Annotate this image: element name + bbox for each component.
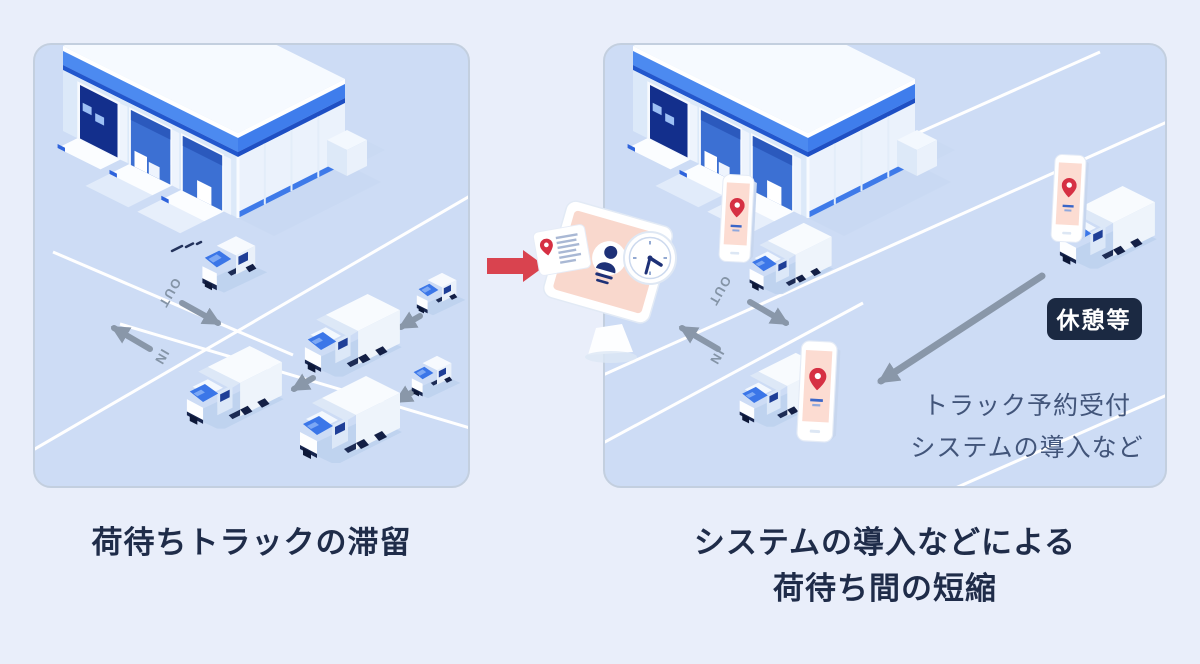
out-label: OUT	[705, 274, 734, 309]
after-caption: システムの導入などによる 荷待ち間の短縮	[603, 520, 1167, 612]
waiting-truck-icon	[186, 345, 284, 429]
rest-badge: 休憩等	[1047, 298, 1142, 340]
queue-arrows	[290, 311, 423, 404]
queued-truck-icon	[304, 293, 402, 377]
after-illustration: 休憩等 トラック予約受付 システムの導入など OUT IN	[605, 45, 1165, 486]
reservation-card	[532, 224, 592, 276]
rest-badge-label: 休憩等	[1056, 307, 1132, 333]
reservation-phone	[719, 174, 758, 263]
system-note-line1: トラック予約受付	[923, 392, 1131, 420]
travel-arrow	[877, 272, 1046, 385]
queued-van-icon	[416, 272, 466, 316]
tire-tracks	[170, 240, 203, 253]
reservation-phone	[797, 341, 841, 443]
reservation-phone	[1051, 154, 1090, 243]
queued-truck-icon	[300, 376, 402, 463]
truck-leaving-dock-icon	[202, 236, 268, 293]
clock-icon	[623, 231, 677, 285]
dock-truck-icon	[749, 222, 834, 295]
transition-graphic	[487, 200, 677, 363]
queued-van-icon	[411, 355, 461, 399]
inout-arrows: OUT IN	[110, 276, 222, 368]
panel-after: 休憩等 トラック予約受付 システムの導入など OUT IN	[603, 43, 1167, 488]
before-illustration: OUT IN	[35, 45, 468, 463]
in-label: IN	[151, 347, 172, 368]
driver-avatar-icon	[595, 245, 618, 285]
panel-before: OUT IN	[33, 43, 470, 488]
after-caption-line1: システムの導入などによる	[693, 525, 1077, 560]
system-note-line2: システムの導入など	[910, 434, 1143, 462]
warehouse-icon	[56, 45, 387, 238]
system-note: トラック予約受付 システムの導入など	[910, 392, 1143, 462]
before-caption: 荷待ちトラックの滞留	[91, 525, 412, 560]
after-caption-line2: 荷待ち間の短縮	[773, 571, 997, 606]
in-label: IN	[706, 347, 727, 368]
transition-arrow-icon	[487, 250, 545, 282]
